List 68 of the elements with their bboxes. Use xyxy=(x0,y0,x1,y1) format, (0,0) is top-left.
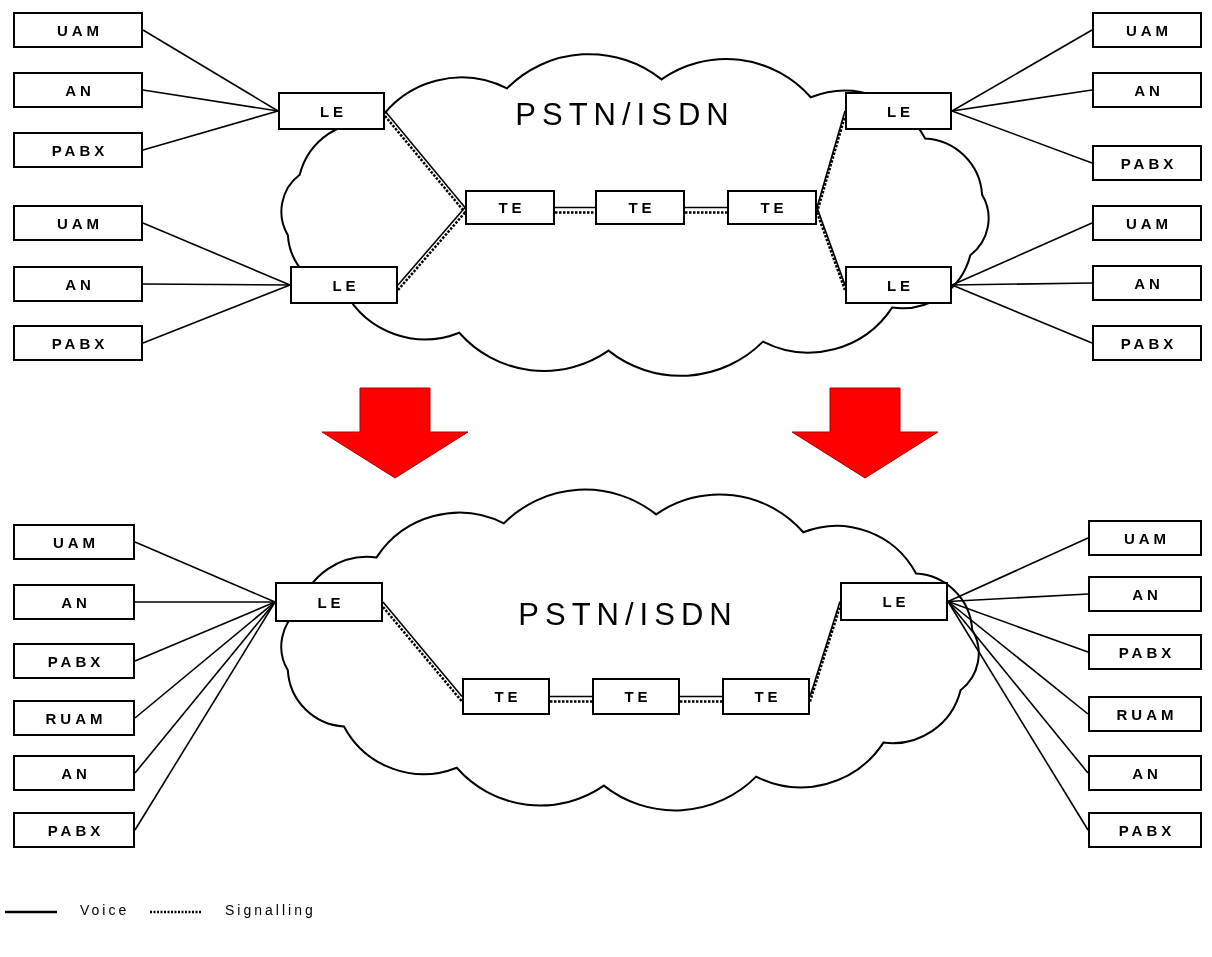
voice-line xyxy=(134,601,276,831)
equipment-box: TE xyxy=(465,190,555,225)
voice-line xyxy=(951,89,1093,112)
equipment-box: LE xyxy=(278,92,385,130)
network-label: PSTN/ISDN xyxy=(518,597,738,633)
equipment-box: PABX xyxy=(13,643,135,679)
signalling-line xyxy=(550,700,592,703)
equipment-box: PABX xyxy=(13,132,143,168)
equipment-box: AN xyxy=(1088,576,1202,612)
equipment-box: UAM xyxy=(13,524,135,560)
equipment-box: UAM xyxy=(1092,205,1202,241)
voice-line xyxy=(142,29,279,112)
voice-line xyxy=(951,284,1093,344)
equipment-box: RUAM xyxy=(13,700,135,736)
voice-line xyxy=(947,600,1089,774)
voice-line xyxy=(947,600,1089,831)
signalling-line xyxy=(815,212,847,291)
voice-line xyxy=(134,601,276,662)
equipment-box: TE xyxy=(462,678,550,715)
equipment-box: PABX xyxy=(13,325,143,361)
voice-line xyxy=(947,537,1089,603)
signalling-line xyxy=(555,211,595,214)
voice-line xyxy=(951,222,1093,286)
voice-line xyxy=(142,284,291,344)
voice-line xyxy=(947,593,1089,603)
equipment-box: TE xyxy=(595,190,685,225)
voice-line xyxy=(951,110,1093,164)
equipment-box: UAM xyxy=(1088,520,1202,556)
equipment-box: TE xyxy=(592,678,680,715)
equipment-box: TE xyxy=(722,678,810,715)
equipment-box: PABX xyxy=(1088,634,1202,670)
equipment-box: PABX xyxy=(13,812,135,848)
equipment-box: AN xyxy=(13,584,135,620)
equipment-box: TE xyxy=(727,190,817,225)
network-label: PSTN/ISDN xyxy=(515,97,735,133)
equipment-box: AN xyxy=(13,755,135,791)
legend-label: Voice xyxy=(80,902,130,918)
voice-line xyxy=(134,601,276,774)
voice-line xyxy=(679,695,723,698)
equipment-box: PABX xyxy=(1088,812,1202,848)
equipment-box: AN xyxy=(1088,755,1202,791)
equipment-box: PABX xyxy=(1092,325,1202,361)
equipment-box: AN xyxy=(1092,265,1202,301)
equipment-box: AN xyxy=(13,266,143,302)
voice-line xyxy=(684,206,728,209)
equipment-box: UAM xyxy=(1092,12,1202,48)
equipment-box: PABX xyxy=(1092,145,1202,181)
signalling-line xyxy=(680,700,722,703)
voice-line xyxy=(549,695,593,698)
voice-line xyxy=(554,206,596,209)
voice-line xyxy=(142,110,279,151)
voice-line xyxy=(142,283,291,286)
voice-line xyxy=(947,600,1089,715)
voice-line xyxy=(134,601,276,603)
equipment-box: AN xyxy=(13,72,143,108)
voice-line xyxy=(134,601,276,719)
voice-line xyxy=(142,89,279,112)
voice-line xyxy=(142,222,291,286)
equipment-box: AN xyxy=(1092,72,1202,108)
voice-line xyxy=(816,206,846,286)
legend-label: Signalling xyxy=(225,902,316,918)
equipment-box: UAM xyxy=(13,12,143,48)
signalling-line xyxy=(685,211,727,214)
voice-line xyxy=(951,29,1093,112)
voice-line xyxy=(134,541,276,603)
equipment-box: UAM xyxy=(13,205,143,241)
voice-line xyxy=(947,600,1089,653)
equipment-box: RUAM xyxy=(1088,696,1202,732)
